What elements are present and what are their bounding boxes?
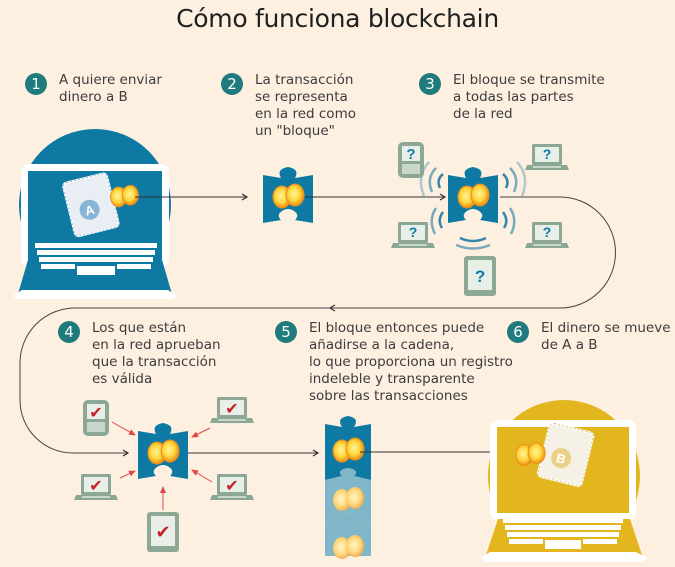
wallet-label: A	[83, 202, 96, 219]
step-number-badge: 3	[419, 73, 441, 95]
step-number-badge: 1	[25, 73, 47, 95]
svg-text:✔: ✔	[89, 476, 102, 495]
svg-text:?: ?	[409, 224, 418, 240]
svg-text:?: ?	[406, 146, 415, 163]
svg-text:✔: ✔	[155, 522, 170, 543]
network-phone-approved: ✔	[83, 400, 109, 436]
flow-connector	[19, 307, 330, 457]
network-laptop-approved: ✔	[74, 474, 118, 500]
network-tablet-unknown: ?	[464, 256, 496, 296]
step-4: 4 Los que están en la red aprueban que l…	[58, 320, 221, 388]
step-text: A quiere enviar dinero a B	[59, 72, 162, 105]
network-laptop-approved: ✔	[210, 474, 254, 500]
network-laptop-approved: ✔	[210, 397, 254, 423]
broadcast-waves-icon	[419, 161, 527, 250]
svg-text:?: ?	[543, 224, 552, 240]
step-text: El bloque se transmite a todas las parte…	[453, 72, 605, 122]
sender-laptop-icon: A	[14, 129, 176, 299]
svg-text:✔: ✔	[225, 399, 238, 418]
svg-text:✔: ✔	[89, 403, 102, 422]
approval-arrows	[111, 421, 213, 510]
wallet-a-icon: A	[62, 172, 120, 238]
step-text: El dinero se mueve de A a B	[541, 320, 671, 353]
coins-icon	[515, 442, 546, 466]
network-laptop-unknown: ?	[391, 222, 435, 248]
svg-text:?: ?	[543, 146, 552, 162]
network-laptop-unknown: ?	[525, 222, 569, 248]
svg-text:?: ?	[475, 267, 485, 286]
network-phone-unknown: ?	[398, 142, 424, 178]
step-3: 3 El bloque se transmite a todas las par…	[419, 72, 605, 123]
wallet-label: B	[555, 450, 568, 467]
blockchain-icon	[325, 416, 371, 559]
step-5: 5 El bloque entonces puede añadirse a la…	[275, 320, 513, 405]
svg-text:✔: ✔	[225, 476, 238, 495]
network-tablet-approved: ✔	[147, 512, 179, 552]
flow-connector	[328, 196, 616, 312]
step-number-badge: 2	[221, 73, 243, 95]
coins-icon	[110, 184, 139, 208]
receiver-laptop-icon: B	[482, 400, 646, 562]
step-text: Los que están en la red aprueban que la …	[92, 320, 221, 387]
step-1: 1 A quiere enviar dinero a B	[25, 72, 162, 106]
diagram-title: Cómo funciona blockchain	[176, 4, 499, 33]
network-laptop-unknown: ?	[525, 144, 569, 170]
step-6: 6 El dinero se mueve de A a B	[507, 320, 671, 354]
validation-block-icon	[138, 423, 188, 481]
step-number-badge: 6	[507, 321, 529, 343]
step-2: 2 La transacción se representa en la red…	[221, 72, 356, 140]
step-text: El bloque entonces puede añadirse a la c…	[309, 320, 513, 404]
broadcast-block-icon	[448, 167, 498, 225]
step-text: La transacción se representa en la red c…	[255, 72, 356, 139]
step-number-badge: 5	[275, 321, 297, 343]
transaction-block-icon	[263, 167, 313, 225]
step-number-badge: 4	[58, 321, 80, 343]
